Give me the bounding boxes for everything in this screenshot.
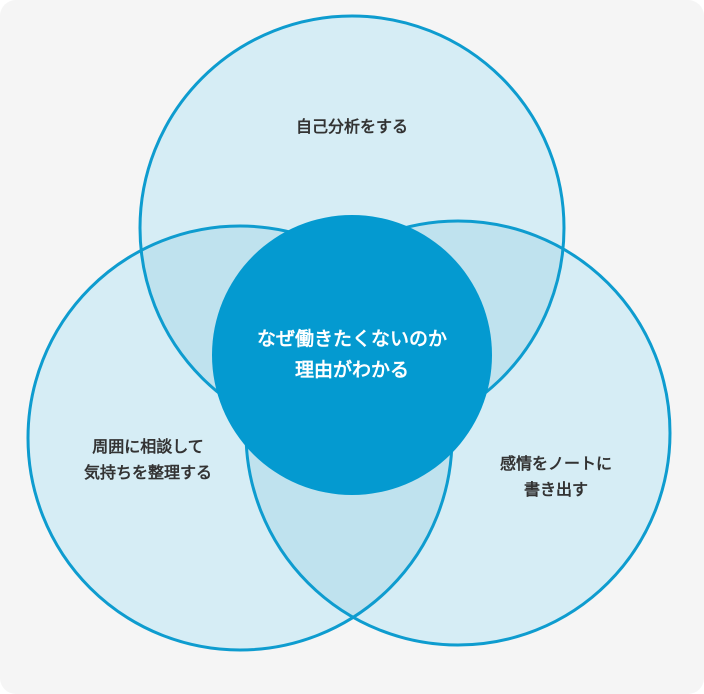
top-label-line1: 自己分析をする [295, 117, 408, 136]
right-circle-label: 感情をノートに 書き出す [456, 451, 656, 503]
left-circle-label: 周囲に相談して 気持ちを整理する [48, 434, 248, 486]
center-label-line1: なぜ働きたくないのか [256, 328, 447, 350]
center-label-line2: 理由がわかる [294, 359, 409, 381]
center-circle [212, 215, 492, 495]
right-label-line1: 感情をノートに [499, 454, 612, 473]
right-label-line2: 書き出す [523, 480, 588, 499]
left-label-line2: 気持ちを整理する [83, 463, 212, 482]
top-circle-label: 自己分析をする [232, 114, 472, 140]
left-label-line1: 周囲に相談して [92, 437, 204, 456]
center-label: なぜ働きたくないのか 理由がわかる [212, 324, 492, 386]
